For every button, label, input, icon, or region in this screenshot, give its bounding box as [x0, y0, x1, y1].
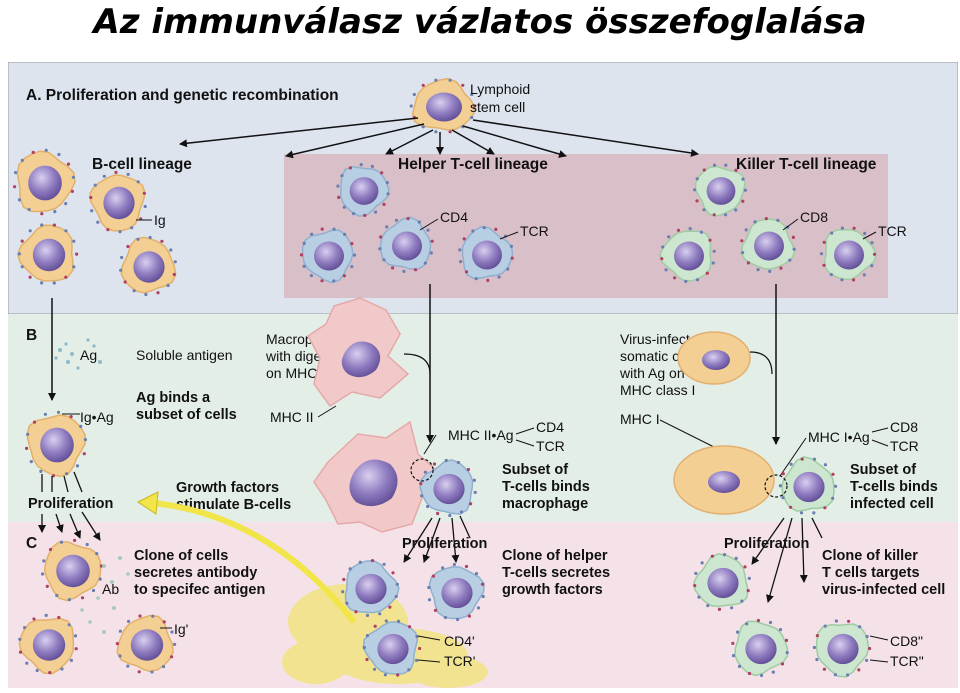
stem-arrows: [179, 117, 699, 159]
svg-text:Clone of killer: Clone of killer: [822, 548, 918, 564]
svg-text:to specifec antigen: to specifec antigen: [134, 582, 265, 598]
cd4-b-label: CD4: [536, 419, 564, 435]
stem-cell-label-1: Lymphoid: [470, 81, 530, 97]
ig-prime-label: Ig': [174, 621, 188, 637]
ag-label: Ag: [80, 347, 97, 363]
helper-t-cell-clone: [362, 619, 422, 677]
ab-label: Ab: [102, 581, 119, 597]
clone-killer: Clone of killer T cells targets virus-in…: [822, 548, 945, 598]
soluble-antigen-dots: [54, 338, 102, 370]
killer-t-cell: [659, 227, 716, 283]
section-c-letter: C: [26, 535, 37, 552]
svg-text:infected cell: infected cell: [850, 496, 934, 512]
lymphoid-stem-cell: [409, 77, 477, 134]
b-cell: [16, 223, 79, 285]
helper-lineage-title: Helper T-cell lineage: [398, 156, 548, 173]
proliferation-helper: Proliferation: [402, 536, 487, 552]
b-lineage-title: B-cell lineage: [92, 156, 192, 173]
ag-binds-2: subset of cells: [136, 407, 237, 423]
section-b-letter: B: [26, 327, 37, 344]
mhc1-ag-label: MHC I•Ag: [808, 429, 870, 445]
svg-text:with Ag on: with Ag on: [619, 365, 685, 381]
subset-killer: Subset of T-cells binds infected cell: [850, 462, 938, 512]
svg-text:Subset of: Subset of: [502, 462, 568, 478]
helper-t-cell: [458, 225, 514, 282]
growth-factor-arrow: [143, 499, 357, 624]
stem-cell-label-2: stem cell: [470, 99, 525, 115]
svg-text:T cells targets: T cells targets: [822, 565, 920, 581]
b-cell: [119, 235, 177, 297]
subset-helper: Subset of T-cells binds macrophage: [502, 462, 590, 512]
svg-text:Clone of helper: Clone of helper: [502, 548, 608, 564]
svg-text:T-cells binds: T-cells binds: [850, 479, 938, 495]
svg-text:Subset of: Subset of: [850, 462, 916, 478]
svg-text:macrophage: macrophage: [502, 496, 588, 512]
killer-t-cell: [740, 217, 796, 273]
helper-t-cell-clone: [427, 562, 485, 622]
helper-t-cell-bound: [419, 458, 477, 518]
clone-helper: Clone of helper T-cells secretes growth …: [502, 548, 610, 598]
tcr-label: TCR: [520, 223, 549, 239]
killer-t-cell: [819, 226, 877, 282]
killer-t-cell-clone: [693, 553, 751, 612]
svg-text:growth factors: growth factors: [502, 582, 603, 598]
tcr-c-label: TCR: [890, 438, 919, 454]
cd8-dprime-label: CD8": [890, 633, 923, 649]
mhc1-label: MHC I: [620, 411, 660, 427]
growth-factors-1: Growth factors: [176, 480, 279, 496]
mhc2-ag-label: MHC II•Ag: [448, 427, 514, 443]
cd4-label: CD4: [440, 209, 468, 225]
svg-text:somatic cell: somatic cell: [620, 348, 693, 364]
ig-ag-label: Ig•Ag: [80, 409, 114, 425]
b-cell: [89, 170, 147, 234]
soluble-antigen-label: Soluble antigen: [136, 347, 233, 363]
helper-t-cell: [336, 163, 390, 217]
b-cell-ig-ag: [25, 410, 87, 478]
tcr-dprime-label: TCR": [890, 653, 924, 669]
b-cell-clone: [18, 613, 78, 675]
cd8-b-label: CD8: [890, 419, 918, 435]
b-cell: [13, 148, 76, 216]
svg-text:Clone of cells: Clone of cells: [134, 548, 228, 564]
killer-t-cell-bound: [778, 456, 838, 515]
growth-factors-2: stimulate B-cells: [176, 497, 291, 513]
proliferation-b: Proliferation: [28, 496, 113, 512]
svg-text:secretes antibody: secretes antibody: [134, 565, 257, 581]
helper-t-cell: [378, 216, 434, 273]
tcr-prime-label: TCR': [444, 653, 475, 669]
b-cell-clone: [41, 538, 103, 602]
tcr-label-killer: TCR: [878, 223, 907, 239]
ag-binds-1: Ag binds a: [136, 390, 211, 406]
svg-text:T-cells binds: T-cells binds: [502, 479, 590, 495]
helper-t-cell: [299, 227, 357, 284]
clone-b: Clone of cells secretes antibody to spec…: [134, 548, 265, 598]
antibody-dots: [80, 556, 130, 634]
svg-text:T-cells secretes: T-cells secretes: [502, 565, 610, 581]
tcr-b-label: TCR: [536, 438, 565, 454]
killer-t-cell: [693, 163, 748, 217]
ig-label: Ig: [154, 212, 166, 228]
killer-lineage-title: Killer T-cell lineage: [736, 156, 877, 173]
helper-t-cell-clone: [341, 559, 400, 618]
cd4-prime-label: CD4': [444, 633, 475, 649]
page-title: Az immunválasz vázlatos összefoglalása: [93, 2, 867, 42]
section-a-title: A. Proliferation and genetic recombinati…: [26, 87, 339, 104]
immune-response-diagram: A. Proliferation and genetic recombinati…: [7, 61, 959, 688]
b-cell-clone: [115, 614, 177, 674]
mhc2-label: MHC II: [270, 409, 314, 425]
svg-text:MHC class I: MHC class I: [620, 382, 695, 398]
cd8-label: CD8: [800, 209, 828, 225]
killer-t-cell-clone: [812, 619, 872, 678]
killer-t-cell-clone: [731, 618, 789, 678]
binding-site: [410, 458, 434, 482]
svg-text:virus-infected cell: virus-infected cell: [822, 582, 945, 598]
